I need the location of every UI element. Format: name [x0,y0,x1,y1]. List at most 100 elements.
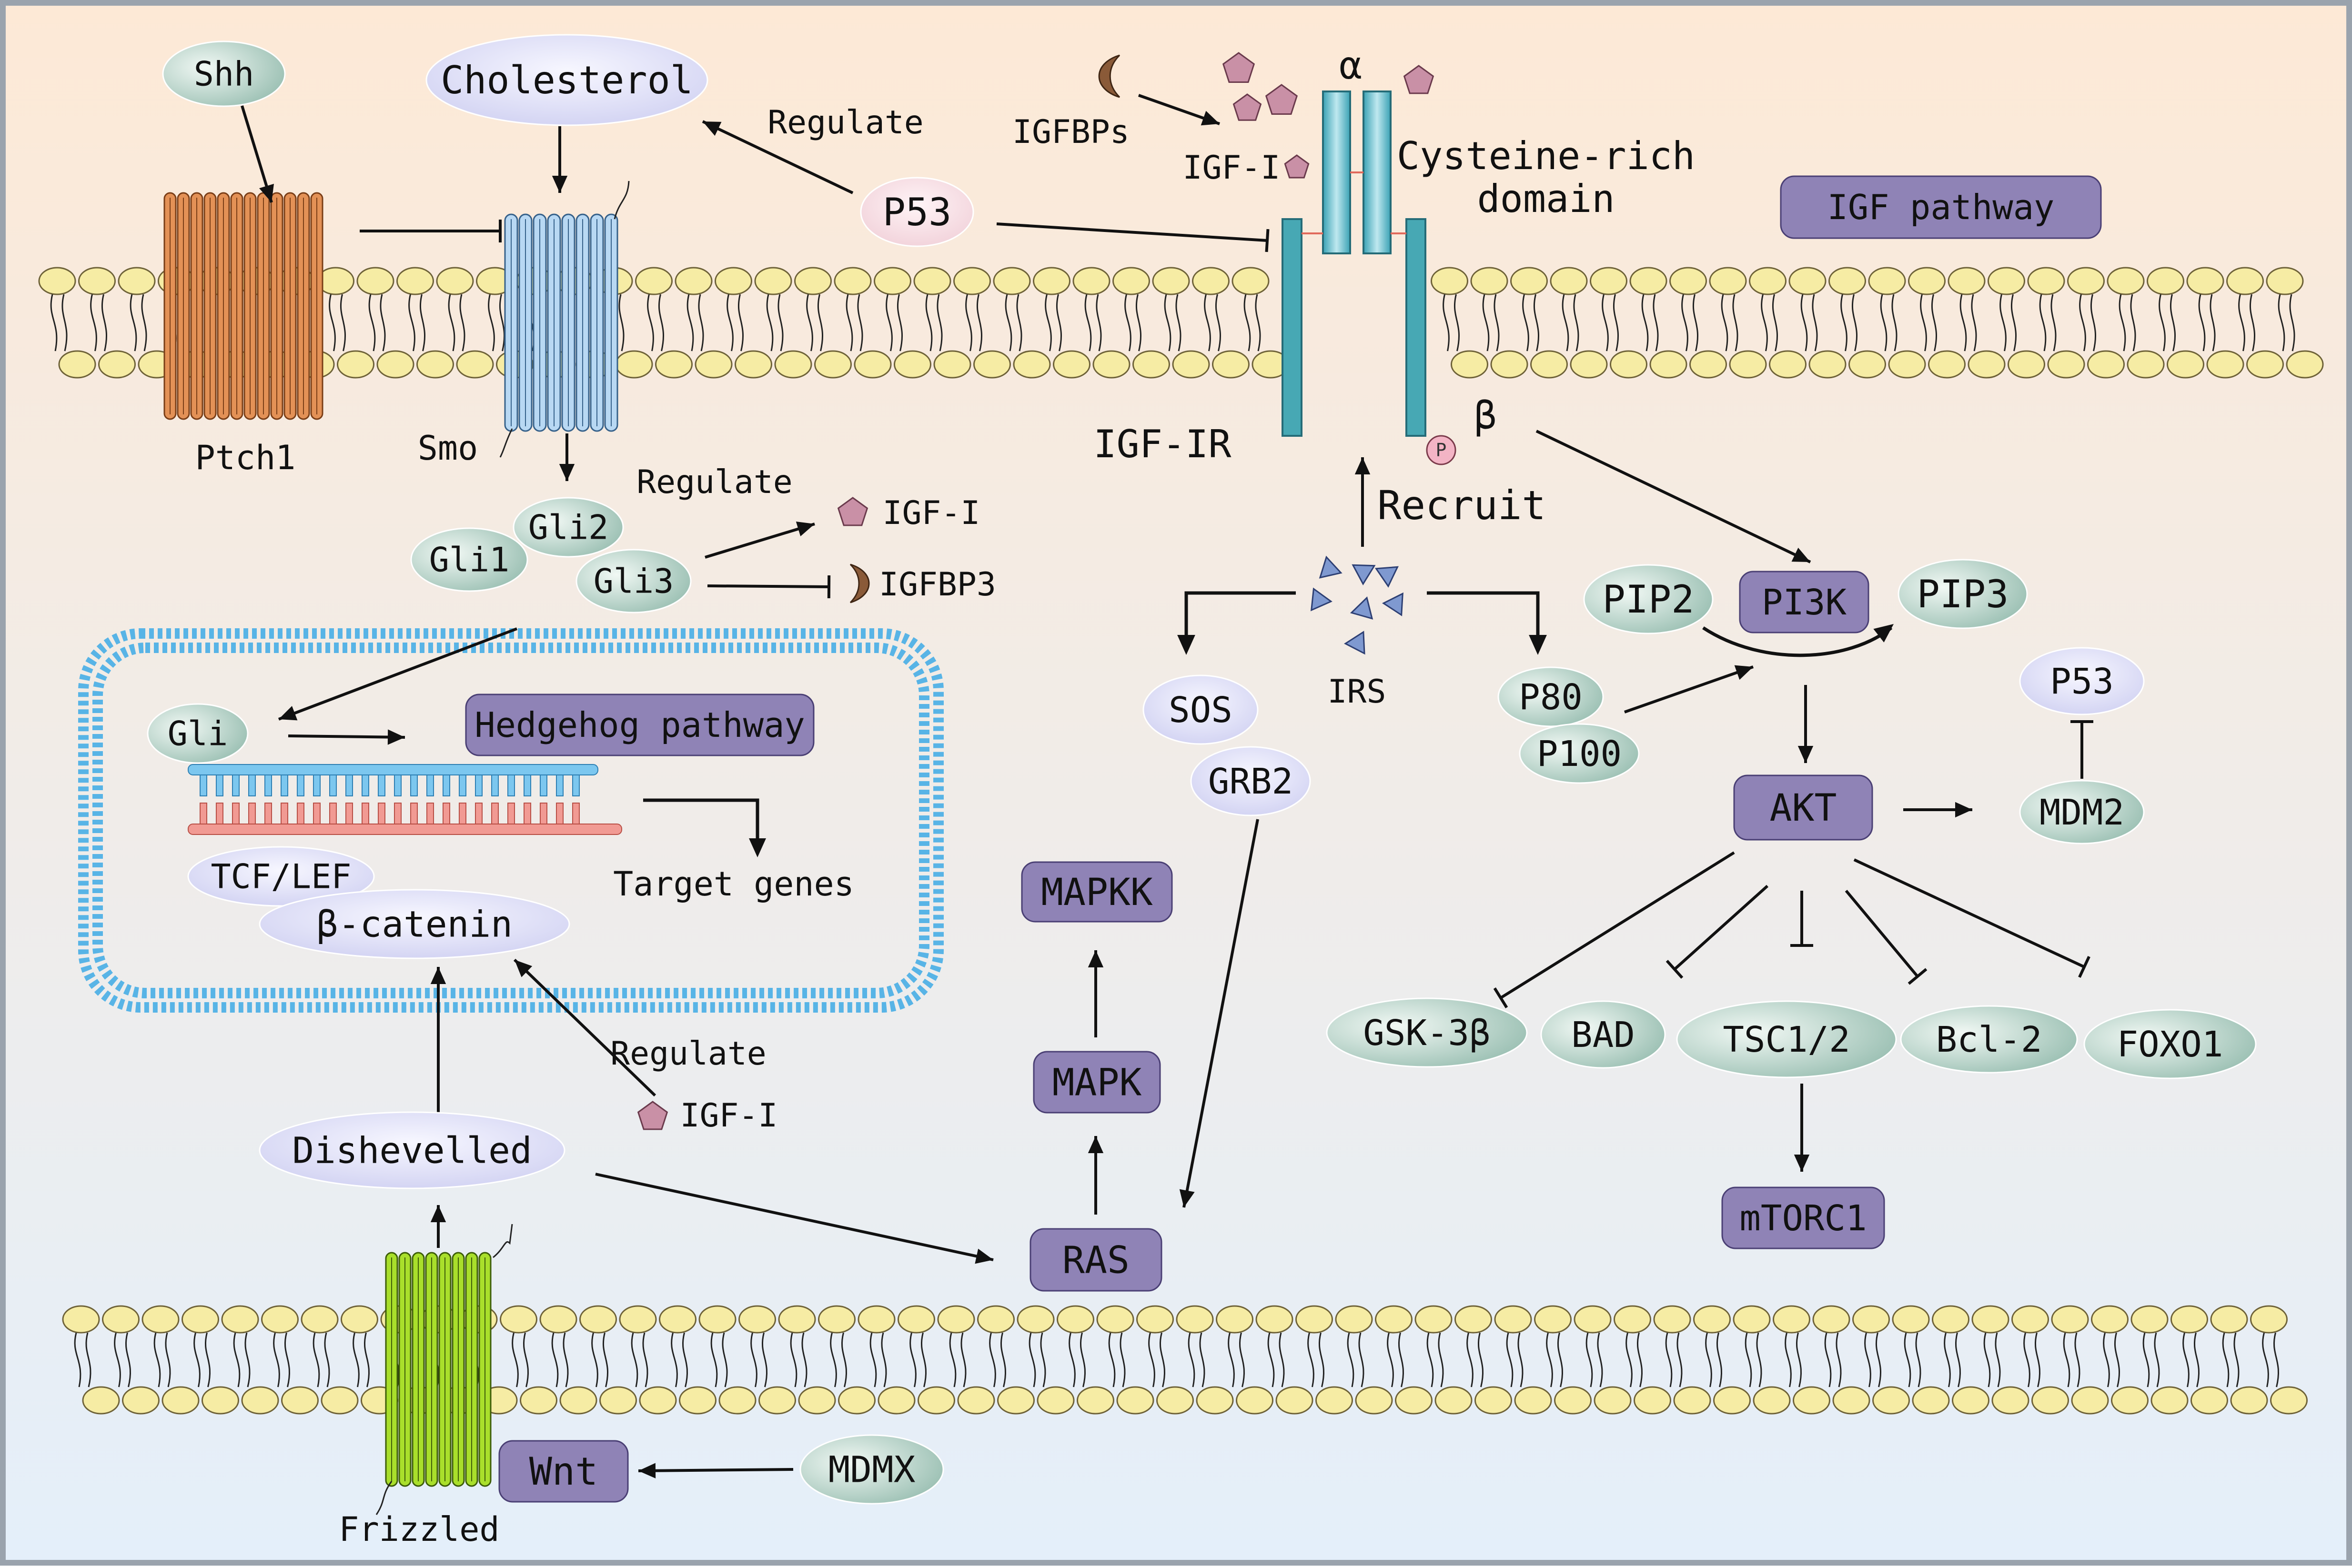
gsk3b-label: GSK-3β [1363,1013,1490,1054]
cysteine-label-line2: domain [1477,177,1615,221]
lipid-head [2247,351,2283,378]
lipid-head [1869,268,1905,294]
lipid-head [739,1306,776,1333]
dishevelled-label: Dishevelled [292,1129,532,1172]
lipid-head [1177,1306,1213,1333]
dna-base [216,803,223,824]
dna-base [362,803,369,824]
lipid-head [1356,1387,1392,1414]
lipid-head [2251,1306,2287,1333]
lipid-head [855,351,891,378]
dna-base [573,803,579,824]
lipid-head [716,268,752,294]
lipid-head [1989,268,2025,294]
lipid-head [2092,1306,2128,1333]
lipid-head [1730,351,1766,378]
activation-arrow [638,1469,793,1471]
mdmx-label: MDMX [828,1448,915,1491]
lipid-head [1097,1306,1133,1333]
lipid-head [1276,1387,1312,1414]
lipid-head [699,1306,736,1333]
lipid-head [2128,351,2164,378]
lipid-head [1774,1306,1810,1333]
lipid-head [839,1387,875,1414]
dna-base [459,775,466,796]
lipid-head [1078,1387,1114,1414]
lipid-head [795,268,831,294]
regulate-label-low: Regulate [610,1035,767,1073]
lipid-head [1694,1306,1730,1333]
lipid-head [1232,268,1269,294]
lipid-head [1217,1306,1253,1333]
lipid-head [1018,1306,1054,1333]
grb2-label: GRB2 [1208,761,1293,802]
lipid-head [2211,1306,2247,1333]
lipid-head [1515,1387,1551,1414]
igf-pathway-label: IGF pathway [1827,187,2055,227]
lipid-head [1670,268,1706,294]
beta-catenin-label: β-catenin [316,903,513,945]
lipid-head [1495,1306,1531,1333]
dna-base [427,803,434,824]
lipid-head [1710,268,1746,294]
dna-base [346,775,353,796]
lipid-head [322,1387,358,1414]
dna-base [492,803,498,824]
lipid-head [696,351,732,378]
lipid-head [1575,1306,1611,1333]
lipid-head [2048,351,2084,378]
dna-base [313,803,320,824]
lipid-head [680,1387,716,1414]
shh-label: Shh [194,55,254,94]
dna-base [378,775,385,796]
lipid-head [1992,1387,2029,1414]
lipid-head [1750,268,1786,294]
lipid-head [1491,351,1527,378]
igf1-label-mid: IGF-I [883,494,980,532]
lipid-head [103,1306,139,1333]
tcf-lef-label: TCF/LEF [211,857,351,896]
regulate-label-top: Regulate [767,104,924,141]
lipid-head [978,1306,1014,1333]
gli2-label: Gli2 [528,508,609,547]
irs-label: IRS [1328,673,1386,711]
lipid-head [39,268,75,294]
lipid-head [1630,268,1666,294]
igf1r-label: IGF-IR [1094,422,1232,466]
lipid-head [1972,1306,2009,1333]
lipid-head [1535,1306,1571,1333]
foxo1-label: FOXO1 [2117,1024,2223,1065]
lipid-head [342,1306,378,1333]
lipid-head [1829,268,1866,294]
lipid-head [2009,351,2045,378]
lipid-head [2032,1387,2069,1414]
dna-base [394,803,401,824]
dna-base [281,775,288,796]
lipid-head [2068,268,2104,294]
igfbps-label: IGFBPs [1012,113,1130,151]
igf1-label-low: IGF-I [680,1097,778,1135]
dna-base [249,775,255,796]
lipid-head [2227,268,2263,294]
lipid-head [1571,351,1607,378]
lipid-head [1909,268,1945,294]
lipid-head [2131,1306,2168,1333]
lipid-head [2287,351,2323,378]
dna-base [200,803,207,824]
lipid-head [123,1387,159,1414]
lipid-head [1316,1387,1353,1414]
lipid-head [1674,1387,1710,1414]
lipid-head [99,351,135,378]
inhibition-bar [1267,229,1268,252]
lipid-head [2267,268,2303,294]
dna-base [378,803,385,824]
lipid-head [262,1306,298,1333]
lipid-head [898,1306,935,1333]
lipid-head [998,1387,1034,1414]
dna-base [475,803,482,824]
dna-base [443,775,450,796]
lipid-head [1058,1306,1094,1333]
lipid-head [1133,351,1170,378]
lipid-head [1635,1387,1671,1414]
